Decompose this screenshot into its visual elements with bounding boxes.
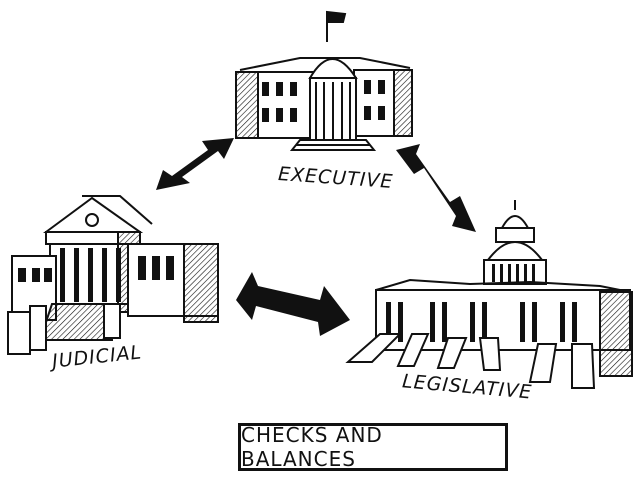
arrow-executive-judicial — [156, 138, 234, 190]
arrow-judicial-legislative — [236, 272, 350, 336]
arrow-executive-legislative — [396, 144, 476, 232]
capitol-building-icon — [345, 200, 633, 389]
diagram-title: CHECKS AND BALANCES — [241, 423, 383, 471]
supreme-court-icon — [7, 195, 219, 355]
title-box: CHECKS AND BALANCES — [238, 423, 508, 471]
white-house-icon — [235, 10, 413, 151]
